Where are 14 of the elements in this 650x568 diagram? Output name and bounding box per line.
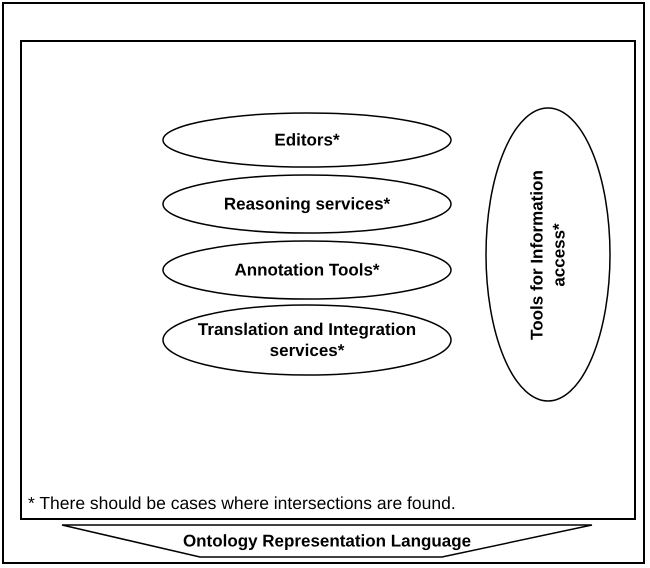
node-label: Editors*: [273, 130, 341, 150]
ellipse-node: [162, 304, 452, 376]
node-label: Annotation Tools*: [233, 260, 381, 280]
footnote: * There should be cases where intersections are found.: [28, 493, 456, 514]
ellipse-node: [485, 107, 611, 402]
node-label: Reasoning services*: [222, 194, 392, 214]
ellipse-node: [162, 174, 452, 234]
ellipse-node: [162, 240, 452, 300]
trapezoid-node: [62, 525, 592, 557]
container-box: [20, 40, 636, 520]
node-label: Translation and Integration services*: [196, 319, 418, 361]
node-label: Ontology Representation Language: [182, 530, 472, 552]
ellipse-node: [162, 112, 452, 168]
node-label: Tools for Information access*: [526, 168, 569, 342]
